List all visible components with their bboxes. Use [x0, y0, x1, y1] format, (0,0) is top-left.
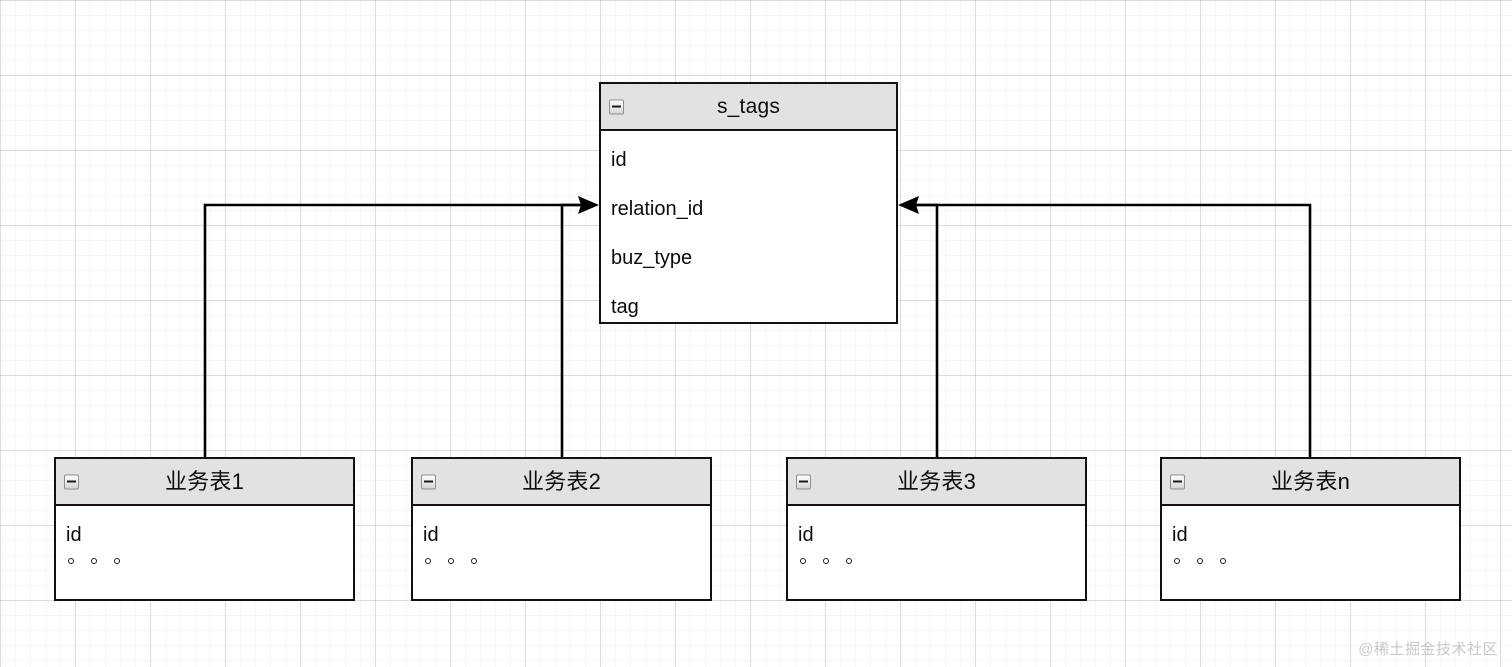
entity-bizn[interactable]: 业务表n id	[1160, 457, 1461, 601]
collapse-minus-icon[interactable]	[609, 99, 624, 114]
field-row: relation_id	[611, 198, 704, 220]
entity-biz2-header[interactable]: 业务表2	[413, 459, 710, 506]
entity-biz3-title: 业务表3	[896, 468, 977, 494]
collapse-minus-icon[interactable]	[64, 474, 79, 489]
entity-biz1-header[interactable]: 业务表1	[56, 459, 353, 506]
field-row: tag	[611, 296, 639, 318]
watermark: @稀土掘金技术社区	[1358, 641, 1498, 658]
arrowhead-right-group	[898, 196, 919, 214]
collapse-minus-icon[interactable]	[421, 474, 436, 489]
entity-biz2[interactable]: 业务表2 id	[411, 457, 712, 601]
connector-biz2-to-stags	[560, 203, 588, 457]
entity-bizn-header[interactable]: 业务表n	[1162, 459, 1459, 506]
field-row: id	[1172, 524, 1188, 546]
collapse-minus-icon[interactable]	[1170, 474, 1185, 489]
entity-s-tags-header[interactable]: s_tags	[601, 84, 896, 131]
field-row: id	[798, 524, 814, 546]
entity-biz1-title: 业务表1	[164, 468, 245, 494]
connector-biz3-to-stags	[910, 203, 939, 457]
entity-s-tags-body: id relation_id buz_type tag	[601, 131, 896, 346]
entity-biz3-body: id	[788, 506, 1085, 576]
entity-biz3-header[interactable]: 业务表3	[788, 459, 1085, 506]
field-row: buz_type	[611, 247, 693, 269]
arrowhead-left-group	[578, 196, 599, 214]
entity-bizn-title: 业务表n	[1270, 468, 1351, 494]
entity-bizn-body: id	[1162, 506, 1459, 576]
connector-biz1-to-stags	[203, 203, 588, 457]
entity-s-tags-title: s_tags	[716, 95, 781, 118]
ellipsis-dots-icon	[800, 558, 852, 564]
ellipsis-dots-icon	[68, 558, 120, 564]
entity-biz2-title: 业务表2	[521, 468, 602, 494]
entity-biz2-body: id	[413, 506, 710, 576]
field-row: id	[66, 524, 82, 546]
entity-biz1[interactable]: 业务表1 id	[54, 457, 355, 601]
entity-biz1-body: id	[56, 506, 353, 576]
connector-bizn-to-stags	[910, 203, 1312, 457]
field-row: id	[611, 149, 627, 171]
entity-biz3[interactable]: 业务表3 id	[786, 457, 1087, 601]
collapse-minus-icon[interactable]	[796, 474, 811, 489]
field-row: id	[423, 524, 439, 546]
ellipsis-dots-icon	[425, 558, 477, 564]
entity-s-tags[interactable]: s_tags id relation_id buz_type tag	[599, 82, 898, 324]
ellipsis-dots-icon	[1174, 558, 1226, 564]
